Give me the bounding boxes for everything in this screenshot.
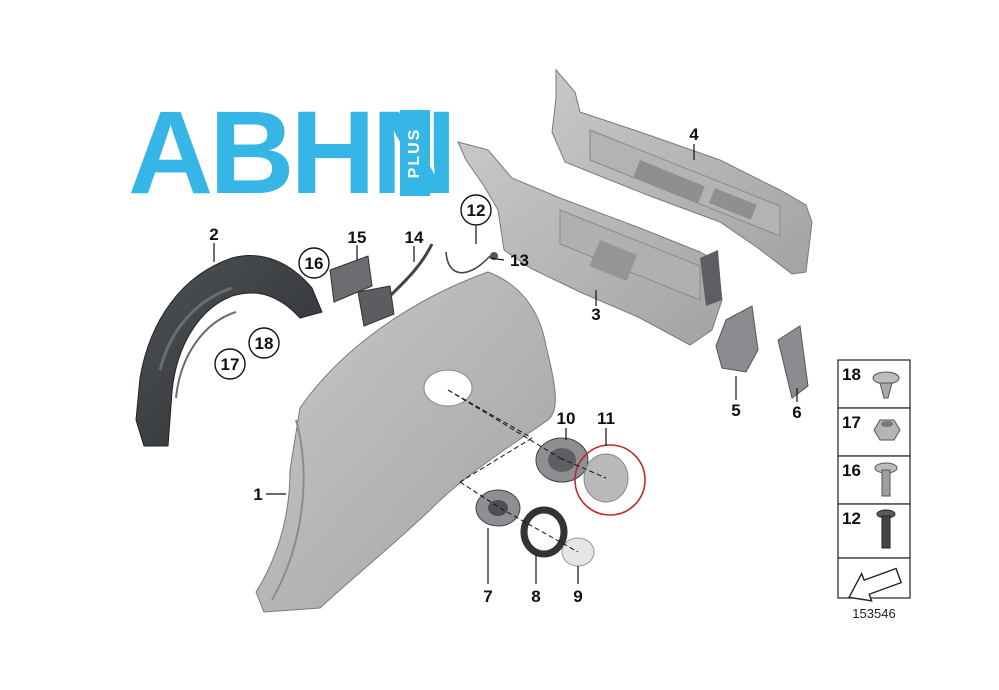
highlight-circle: [574, 444, 646, 516]
label-part-5: 5: [731, 401, 740, 420]
label-part-1: 1: [253, 485, 262, 504]
legend-label-18: 18: [842, 365, 861, 384]
legend-label-16: 16: [842, 461, 861, 480]
leader-lines: [213, 144, 798, 584]
label-part-18: 18: [255, 334, 274, 353]
part-5-bracket: [715, 305, 759, 373]
label-part-6: 6: [792, 403, 801, 422]
label-part-9: 9: [573, 587, 582, 606]
legend-cell-12: [837, 503, 911, 559]
legend-cell-16: [837, 455, 911, 505]
label-part-4: 4: [689, 125, 699, 144]
label-circle-17: [214, 348, 246, 380]
part-15-bracket: [329, 255, 373, 303]
part-11-fuel-flap: [574, 444, 646, 516]
label-part-14: 14: [405, 228, 424, 247]
diagram-number: 153546: [852, 606, 895, 621]
label-part-17: 17: [221, 355, 240, 374]
logo-plus-badge: PLUS: [400, 110, 430, 196]
part-4-rear-crossmember-upper: [551, 68, 813, 275]
label-part-11: 11: [597, 409, 615, 428]
abhn-plus-logo: ABHN PLUS: [128, 94, 457, 212]
part-14-release-cable: [357, 243, 434, 327]
label-part-13: 13: [510, 251, 529, 270]
assembly-lines: [447, 389, 607, 553]
direction-arrow-icon: [847, 567, 903, 602]
part-1-side-panel: [255, 271, 556, 613]
label-circle-12: [460, 194, 492, 226]
label-part-2: 2: [209, 225, 218, 244]
legend-label-17: 17: [842, 413, 861, 432]
bolt-12-icon: [876, 509, 896, 549]
nut-17-icon: [873, 419, 901, 441]
part-6-bracket: [777, 325, 809, 399]
label-part-7: 7: [483, 587, 492, 606]
label-part-16: 16: [305, 254, 324, 273]
part-13-cable-loop: [445, 251, 498, 274]
part-7-filler-neck: [475, 489, 521, 527]
label-circle-18: [248, 327, 280, 359]
label-part-12: 12: [467, 201, 486, 220]
label-circle-16: [298, 247, 330, 279]
part-2-wheel-arch-liner: [135, 255, 323, 447]
part-10-filler-housing: [535, 437, 589, 483]
label-part-15: 15: [348, 228, 367, 247]
fastener-legend: 18 17 16 12 153546: [837, 359, 911, 621]
part-3-rear-panel-lower: [457, 141, 723, 346]
label-part-3: 3: [591, 305, 600, 324]
screw-16-icon: [874, 462, 898, 497]
clip-18-icon: [872, 371, 900, 399]
label-part-8: 8: [531, 587, 540, 606]
part-8-seal-ring: [520, 506, 568, 558]
label-part-10: 10: [557, 409, 576, 428]
logo-subtext: PLUS: [406, 128, 423, 179]
legend-cell-18: [837, 359, 911, 409]
legend-label-12: 12: [842, 509, 861, 528]
